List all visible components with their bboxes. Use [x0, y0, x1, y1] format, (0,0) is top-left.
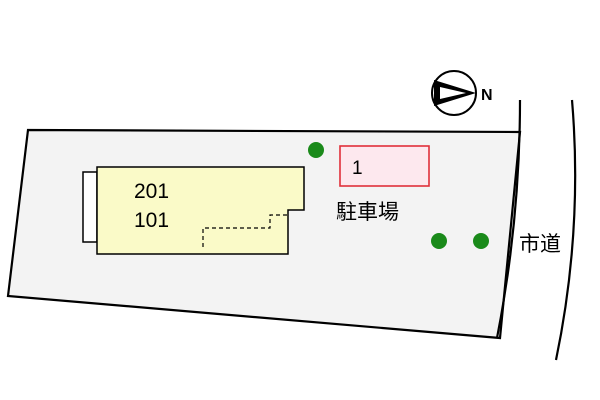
- tree-icon: [473, 233, 489, 249]
- unit-label-201: 201: [134, 180, 169, 203]
- road-label: 市道: [519, 233, 561, 256]
- building-annex: [82, 171, 98, 243]
- parking-space-number: 1: [352, 158, 363, 179]
- building: [96, 166, 305, 255]
- tree-icon: [308, 142, 324, 158]
- unit-divider-dashed: [202, 214, 288, 247]
- compass-icon: N: [431, 70, 493, 116]
- parking-label: 駐車場: [336, 201, 399, 224]
- parking-space-1: [339, 145, 430, 187]
- tree-icon: [431, 233, 447, 249]
- road-edge-outer: [554, 99, 577, 361]
- compass-north-label: N: [481, 87, 493, 104]
- road-edge-inner: [495, 99, 522, 339]
- unit-label-101: 101: [134, 209, 169, 232]
